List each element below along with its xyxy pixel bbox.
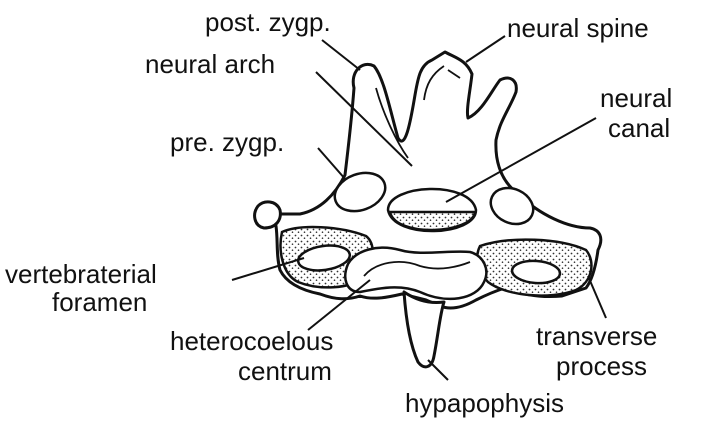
label-post-zygp: post. zygp.: [205, 7, 331, 37]
label-hypapophysis: hypapophysis: [405, 388, 564, 418]
leader-transverse: [588, 276, 606, 318]
left-process-tip: [255, 202, 281, 228]
label-vertebraterial-line1: vertebraterial: [5, 259, 157, 289]
hypapophysis-process: [404, 292, 444, 367]
label-transverse-line1: transverse: [536, 321, 657, 351]
label-pre-zygp: pre. zygp.: [170, 127, 284, 157]
leader-pre-zygp: [318, 148, 346, 180]
leader-post-zygp: [322, 40, 360, 70]
label-neural-spine: neural spine: [507, 13, 649, 43]
label-neural-canal-line1: neural: [600, 83, 672, 113]
label-neural-arch: neural arch: [145, 49, 275, 79]
leader-neural-spine: [466, 36, 505, 62]
label-neural-canal-line2: canal: [608, 113, 670, 143]
label-heterocoelous-line2: centrum: [238, 356, 332, 386]
label-transverse-line2: process: [556, 351, 647, 381]
label-heterocoelous-line1: heterocoelous: [170, 326, 333, 356]
leader-hypapophysis: [428, 360, 448, 380]
label-vertebraterial-line2: foramen: [52, 287, 147, 317]
